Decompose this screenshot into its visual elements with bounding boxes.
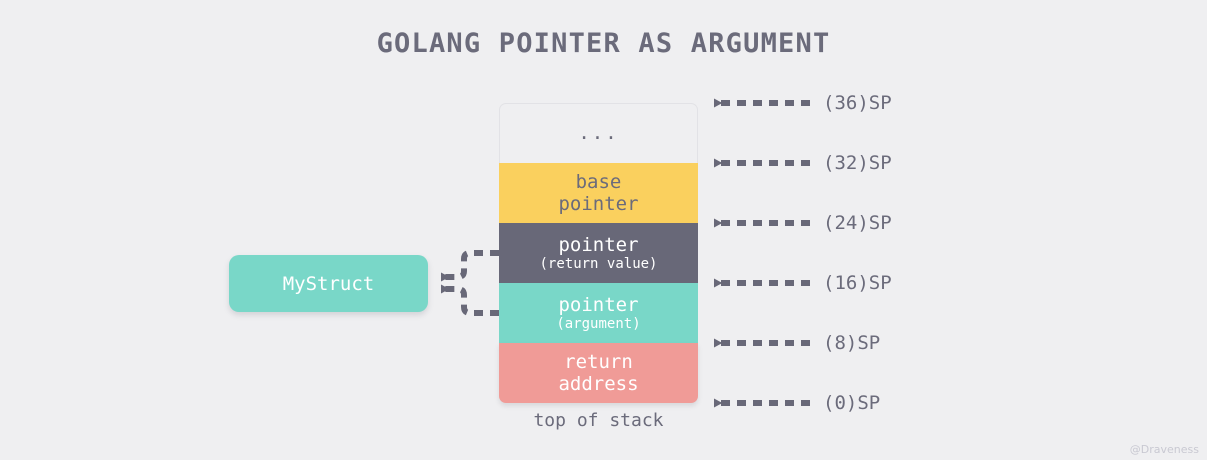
- stack-cell-return-address-line2: address: [558, 373, 639, 395]
- mystruct-node: MyStruct: [229, 255, 428, 312]
- stack-cell-base-pointer-line1: base: [575, 170, 622, 193]
- mystruct-node-label: MyStruct: [282, 272, 375, 295]
- stack-cell-return-value-line1: pointer: [558, 233, 639, 256]
- stack-cell-return-address-line1: return: [564, 350, 633, 373]
- stack-cell-base-pointer-line2: pointer: [558, 193, 639, 215]
- return-value-to-mystruct-connector: [440, 250, 499, 282]
- stack-cell-return-address: return address: [499, 343, 698, 403]
- argument-to-mystruct-connector: [440, 284, 499, 316]
- stack-cell-base-pointer: base pointer: [499, 163, 698, 223]
- stack-cell-return-value-line2: (return value): [539, 255, 658, 272]
- sp-label-0: (0)SP: [823, 392, 881, 414]
- stack-cell-ellipsis-label: ...: [578, 122, 619, 145]
- page-title: GOLANG POINTER AS ARGUMENT: [376, 28, 831, 59]
- watermark: @Draveness: [1129, 443, 1199, 456]
- stack-cell-argument-line1: pointer: [558, 293, 639, 316]
- stack-caption: top of stack: [533, 410, 664, 431]
- sp-label-32: (32)SP: [823, 152, 892, 174]
- stack-cell-return-value: pointer (return value): [499, 223, 698, 283]
- stack-cell-argument-line2: (argument): [556, 315, 641, 332]
- sp-label-24: (24)SP: [823, 212, 892, 234]
- sp-label-8: (8)SP: [823, 332, 881, 354]
- sp-label-36: (36)SP: [823, 92, 892, 114]
- sp-label-16: (16)SP: [823, 272, 892, 294]
- stack-cell-ellipsis: ...: [499, 103, 698, 163]
- stack-frame: ... base pointer pointer (return value) …: [499, 103, 698, 403]
- stack-cell-argument: pointer (argument): [499, 283, 698, 343]
